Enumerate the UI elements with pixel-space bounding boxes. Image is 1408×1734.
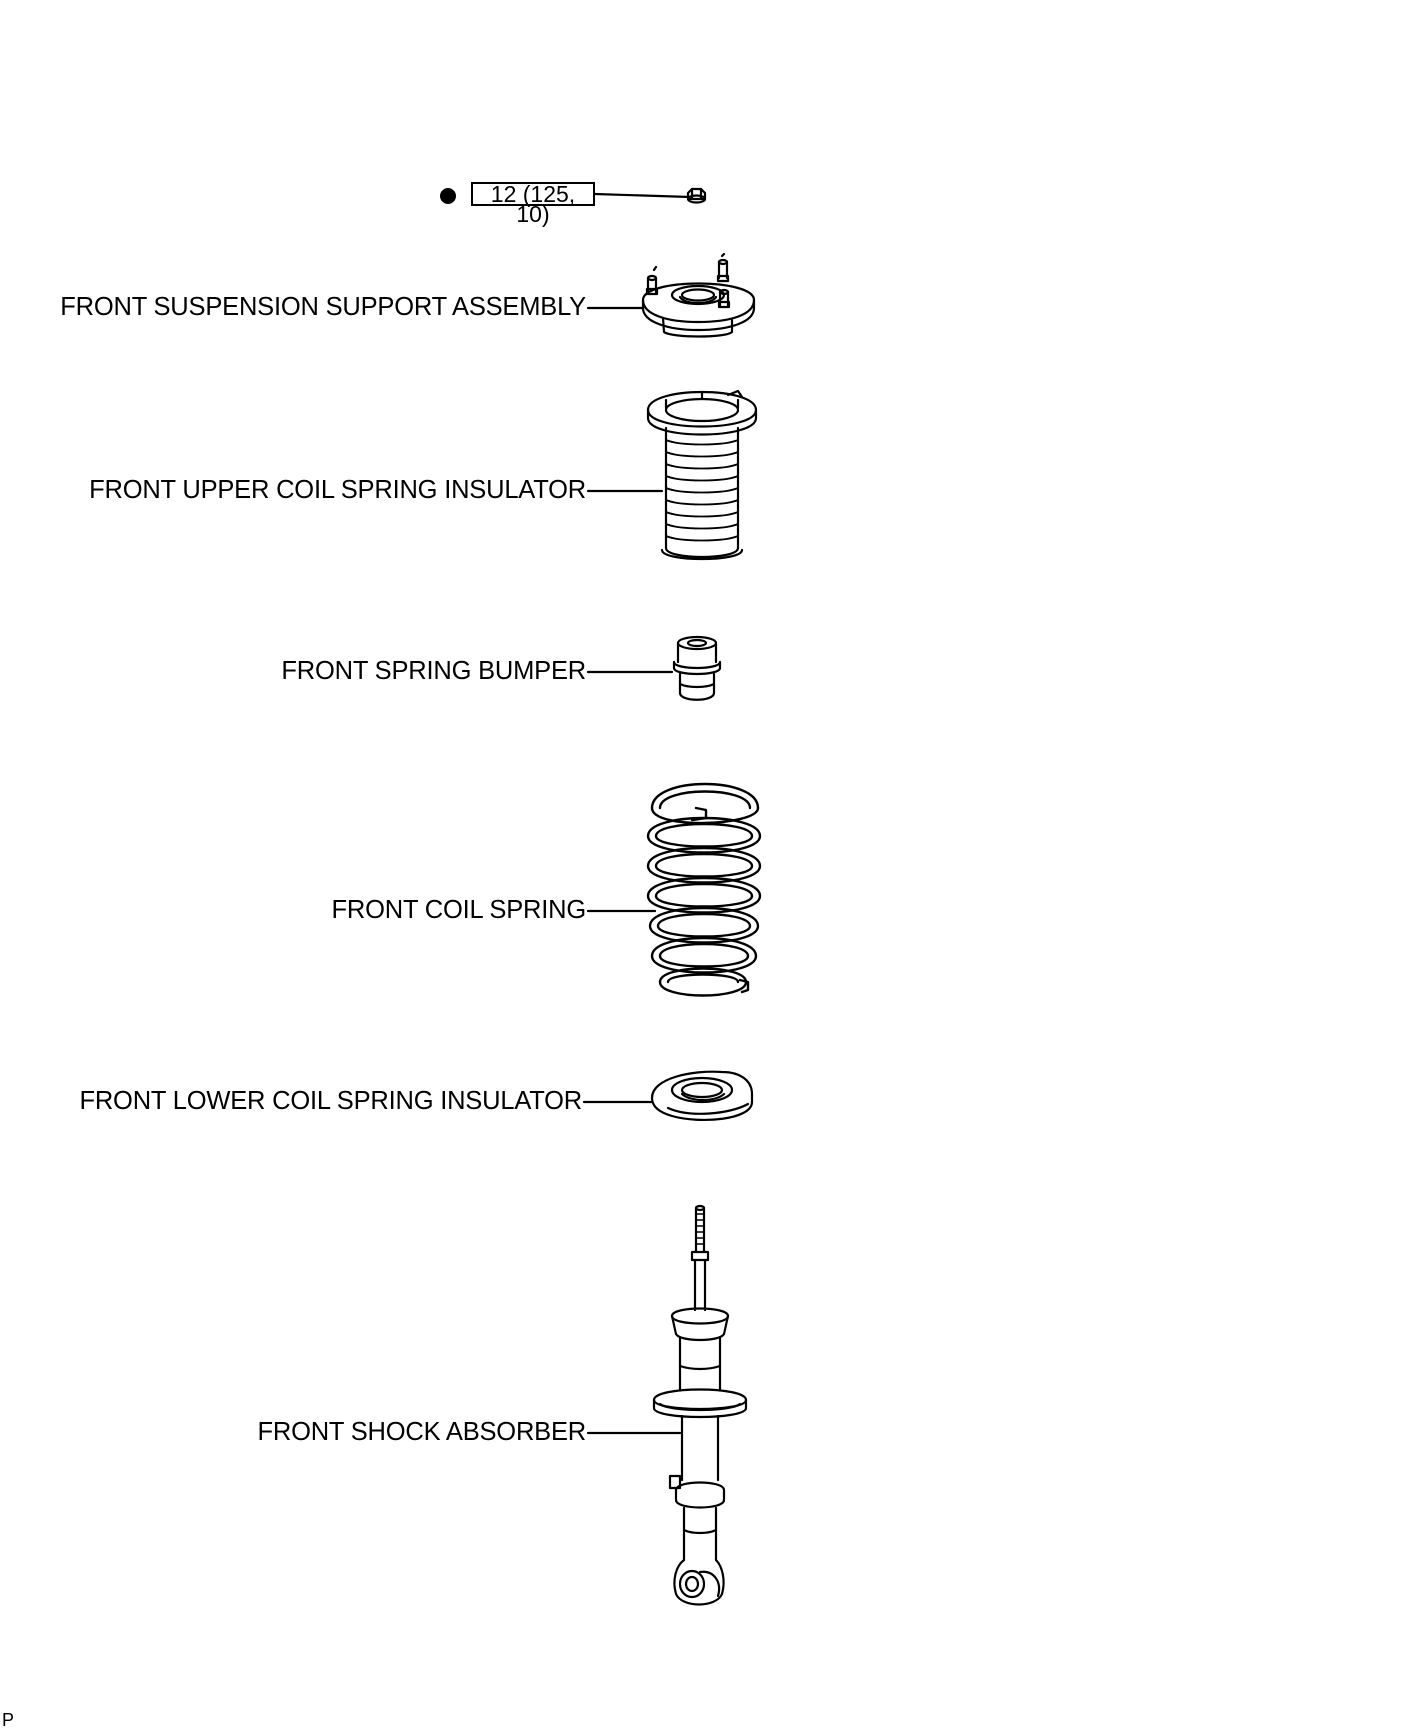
leader-lines (584, 194, 690, 1433)
label-shock-absorber: FRONT SHOCK ABSORBER (257, 1418, 586, 1446)
shock-absorber-icon (654, 1206, 746, 1605)
spring-bumper-icon (674, 637, 720, 700)
upper-insulator-icon (648, 391, 756, 559)
nut-icon (688, 189, 705, 203)
label-coil-spring: FRONT COIL SPRING (331, 896, 587, 924)
corner-mark: P (2, 1710, 15, 1730)
label-spring-bumper: FRONT SPRING BUMPER (281, 657, 586, 685)
label-support-assembly: FRONT SUSPENSION SUPPORT ASSEMBLY (60, 293, 586, 321)
label-upper-insulator: FRONT UPPER COIL SPRING INSULATOR (89, 476, 586, 504)
torque-spec-box: 12 (125, 10) (471, 182, 595, 226)
coil-spring-icon (648, 784, 760, 996)
support-assembly-icon (643, 254, 754, 337)
label-lower-insulator: FRONT LOWER COIL SPRING INSULATOR (79, 1087, 582, 1115)
tightening-mark-icon (440, 188, 456, 204)
lower-insulator-icon (652, 1072, 752, 1120)
